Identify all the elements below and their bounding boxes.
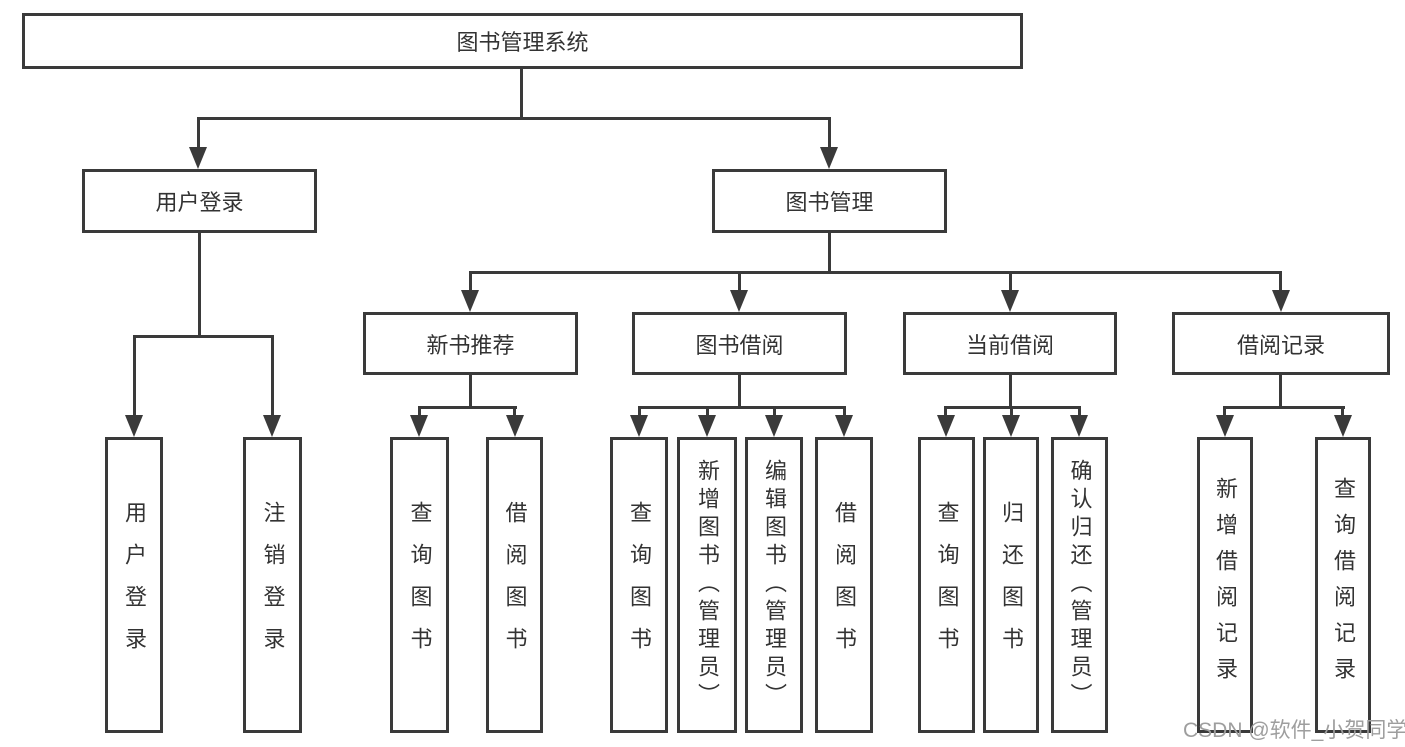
edge-line (197, 117, 831, 120)
edge-arrowhead (263, 415, 281, 437)
edge-line (418, 406, 517, 409)
node-root: 图书管理系统 (22, 13, 1023, 69)
edge-arrowhead (820, 147, 838, 169)
leaf-edit-books-admin: 编辑图书（管理员） (745, 437, 803, 733)
edge-arrowhead (835, 415, 853, 437)
edge-line (1010, 406, 1013, 415)
edge-arrowhead (698, 415, 716, 437)
leaf-query-borrow-record: 查询借阅记录 (1315, 437, 1371, 733)
edge-arrowhead (410, 415, 428, 437)
csdn-watermark: CSDN @软件_小贺同学 (1183, 719, 1405, 742)
leaf-label: 新增借阅记录 (1213, 477, 1238, 693)
edge-line (843, 406, 846, 415)
edge-line (198, 233, 201, 338)
leaf-logout: 注销登录 (243, 437, 302, 733)
edge-line (1223, 406, 1345, 409)
leaf-label: 查询借阅记录 (1331, 477, 1356, 693)
edge-line (638, 406, 641, 415)
edge-line (469, 271, 1282, 274)
leaf-label: 查询图书 (934, 501, 960, 669)
leaf-label: 用户登录 (122, 501, 147, 669)
edge-arrowhead (937, 415, 955, 437)
leaf-query-books-recommend: 查询图书 (390, 437, 449, 733)
leaf-label: 新增图书（管理员） (695, 459, 720, 711)
leaf-borrow-books: 借阅图书 (815, 437, 873, 733)
leaf-return-books: 归还图书 (983, 437, 1039, 733)
edge-arrowhead (189, 147, 207, 169)
edge-line (738, 271, 741, 290)
leaf-confirm-return-admin: 确认归还（管理员） (1051, 437, 1108, 733)
edge-line (1279, 375, 1282, 409)
edge-line (773, 406, 776, 415)
leaf-add-books-admin: 新增图书（管理员） (677, 437, 737, 733)
edge-line (469, 271, 472, 290)
edge-arrowhead (1001, 290, 1019, 312)
leaf-borrow-books-recommend: 借阅图书 (486, 437, 543, 733)
leaf-query-books-current: 查询图书 (918, 437, 975, 733)
edge-arrowhead (1334, 415, 1352, 437)
leaf-label: 查询图书 (407, 501, 433, 669)
leaf-label: 借阅图书 (832, 501, 857, 669)
edge-line (469, 375, 472, 409)
edge-line (638, 406, 846, 409)
edge-arrowhead (765, 415, 783, 437)
leaf-label: 查询图书 (627, 501, 652, 669)
edge-arrowhead (1216, 415, 1234, 437)
edge-line (706, 406, 709, 415)
edge-arrowhead (730, 290, 748, 312)
edge-line (828, 233, 831, 274)
edge-arrowhead (125, 415, 143, 437)
edge-arrowhead (1272, 290, 1290, 312)
edge-line (1078, 406, 1081, 415)
node-borrow-records: 借阅记录 (1172, 312, 1390, 375)
edge-line (738, 375, 741, 409)
edge-line (520, 69, 523, 118)
leaf-label: 确认归还（管理员） (1067, 459, 1093, 711)
leaf-add-borrow-record: 新增借阅记录 (1197, 437, 1253, 733)
node-new-book-recommend: 新书推荐 (363, 312, 578, 375)
edge-arrowhead (630, 415, 648, 437)
node-book-management: 图书管理 (712, 169, 947, 233)
edge-line (418, 406, 421, 415)
node-book-borrow: 图书借阅 (632, 312, 847, 375)
node-user-login: 用户登录 (82, 169, 317, 233)
leaf-label: 编辑图书（管理员） (762, 459, 787, 711)
edge-line (1009, 375, 1012, 409)
edge-line (1009, 271, 1012, 290)
leaf-query-books-borrow: 查询图书 (610, 437, 668, 733)
edge-line (1341, 406, 1344, 415)
leaf-label: 借阅图书 (502, 501, 528, 669)
leaf-user-login: 用户登录 (105, 437, 163, 733)
edge-arrowhead (506, 415, 524, 437)
edge-arrowhead (1002, 415, 1020, 437)
node-current-borrow: 当前借阅 (903, 312, 1117, 375)
edge-line (1223, 406, 1226, 415)
edge-line (828, 117, 831, 147)
edge-line (944, 406, 947, 415)
edge-line (271, 335, 274, 415)
leaf-label: 注销登录 (260, 501, 286, 669)
edge-arrowhead (461, 290, 479, 312)
edge-line (197, 117, 200, 147)
edge-line (133, 335, 274, 338)
edge-line (133, 335, 136, 415)
edge-line (513, 406, 516, 415)
leaf-label: 归还图书 (999, 501, 1024, 669)
edge-line (1279, 271, 1282, 290)
edge-arrowhead (1070, 415, 1088, 437)
